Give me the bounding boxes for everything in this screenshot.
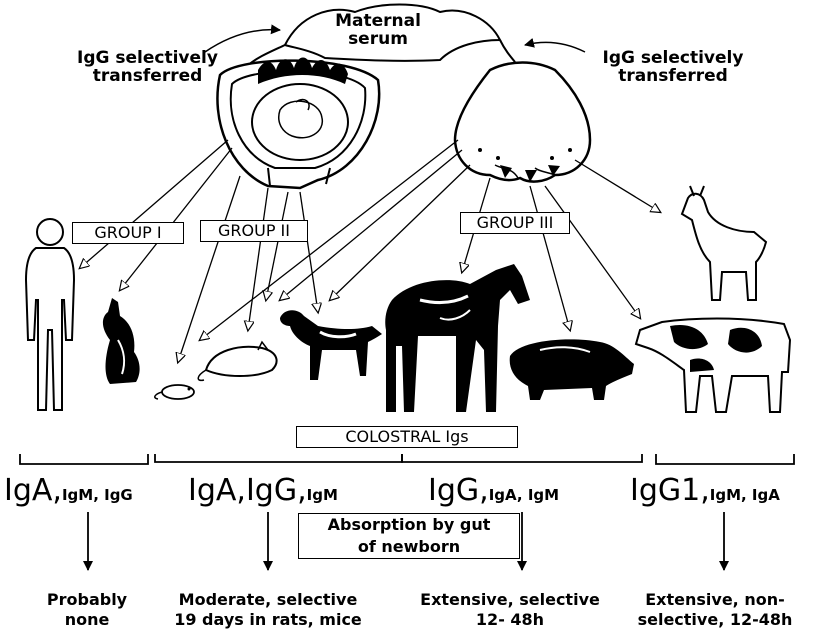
- group-3-label: GROUP III: [460, 212, 570, 234]
- ig-group-3-main: IgG,: [428, 473, 489, 508]
- ig-group-1-minor: IgM, IgG: [62, 486, 133, 504]
- absorption-label: Absorption by gut of newborn: [298, 513, 520, 559]
- colostral-igs-label: COLOSTRAL Igs: [296, 426, 518, 448]
- pig-icon: [510, 339, 634, 400]
- ig-group-1: IgA,IgM, IgG: [4, 473, 133, 508]
- outcome-1-line-1: Probably: [22, 590, 152, 610]
- outcome-1-line-2: none: [22, 610, 152, 630]
- absorption-line-2: of newborn: [299, 536, 519, 558]
- ig-group-4-minor: IgM, IgA: [710, 486, 780, 504]
- transfer-label-right: IgG selectively transferred: [588, 50, 758, 86]
- mammary-gland-icon: [455, 63, 590, 183]
- maternal-serum-line-2: serum: [318, 31, 438, 49]
- rat-icon: [198, 342, 276, 380]
- outcome-4-line-1: Extensive, non-: [618, 590, 812, 610]
- ig-group-2: IgA,IgG,IgM: [188, 473, 338, 508]
- outcome-group-3: Extensive, selective 12- 48h: [405, 590, 615, 630]
- transfer-left-line-2: transferred: [60, 68, 235, 86]
- group-2-label: GROUP II: [200, 220, 308, 242]
- horse-icon: [385, 264, 530, 412]
- ig-group-2-main: IgA,IgG,: [188, 473, 307, 508]
- goat-icon: [682, 186, 766, 300]
- maternal-serum-label: Maternal serum: [318, 13, 438, 49]
- dog-icon: [280, 310, 382, 380]
- outcome-group-1: Probably none: [22, 590, 152, 630]
- absorption-line-1: Absorption by gut: [299, 514, 519, 536]
- ig-group-1-main: IgA,: [4, 473, 62, 508]
- igg-transfer-arrow-right: [525, 42, 585, 52]
- mouse-icon: [155, 385, 194, 399]
- transfer-label-left: IgG selectively transferred: [60, 50, 235, 86]
- ig-group-3-minor: IgA, IgM: [489, 486, 559, 504]
- outcome-group-2: Moderate, selective 19 days in rats, mic…: [158, 590, 378, 630]
- ig-group-3: IgG,IgA, IgM: [428, 473, 559, 508]
- rabbit-icon: [103, 298, 140, 384]
- transfer-right-line-2: transferred: [588, 68, 758, 86]
- human-icon: [26, 219, 74, 410]
- group-brackets: [20, 454, 794, 464]
- ig-group-4: IgG1,IgM, IgA: [630, 473, 780, 508]
- outcome-4-line-2: selective, 12-48h: [618, 610, 812, 630]
- cow-icon: [636, 319, 790, 413]
- ig-group-2-minor: IgM: [307, 486, 338, 504]
- outcome-2-line-1: Moderate, selective: [158, 590, 378, 610]
- outcome-2-line-2: 19 days in rats, mice: [158, 610, 378, 630]
- group-1-label: GROUP I: [72, 222, 184, 244]
- outcome-3-line-1: Extensive, selective: [405, 590, 615, 610]
- outcome-group-4: Extensive, non- selective, 12-48h: [618, 590, 812, 630]
- outcome-3-line-2: 12- 48h: [405, 610, 615, 630]
- ig-group-4-main: IgG1,: [630, 473, 710, 508]
- placenta-uterus-icon: [217, 58, 379, 189]
